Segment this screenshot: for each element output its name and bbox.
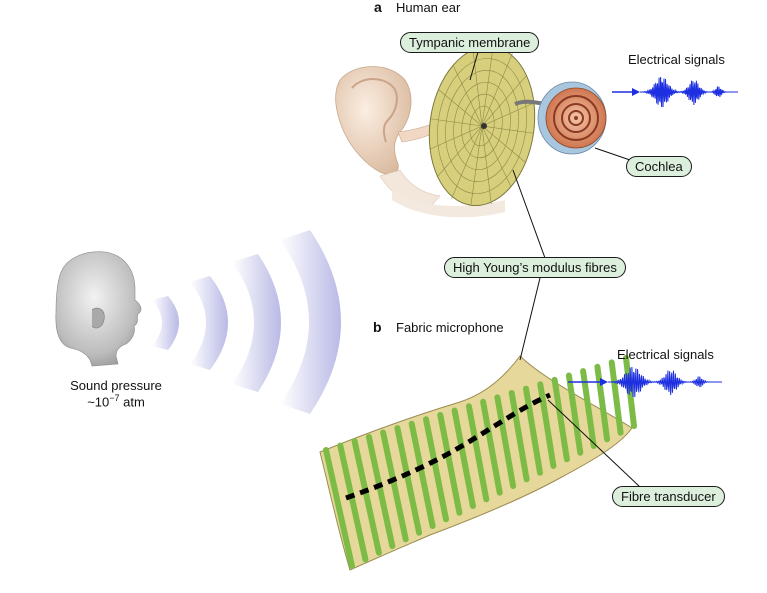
sound-pressure-line2: ~10−7 atm: [50, 393, 182, 409]
fabric-fibre: [337, 442, 369, 563]
fabric-fibre: [437, 412, 463, 516]
sound-wave-3: [232, 254, 281, 392]
fabric-fibre: [465, 403, 490, 503]
fabric-fibre: [380, 429, 409, 543]
leader-fibres-top: [512, 169, 546, 259]
fabric-fibre: [508, 390, 530, 483]
sound-wave-4: [280, 230, 341, 414]
leader-cochlea: [594, 147, 631, 161]
sound-wave-1: [152, 296, 179, 350]
cochlea-label: Cochlea: [626, 156, 692, 177]
fabric-fibre: [423, 416, 449, 523]
fabric-fibre: [451, 407, 476, 509]
fabric-fibre: [565, 372, 584, 456]
leader-lines: [469, 51, 641, 488]
fabric-fibre: [408, 420, 436, 529]
signal-arrow-a: [612, 88, 640, 96]
fabric-fibre: [594, 363, 611, 443]
leader-fibres-bottom: [519, 277, 541, 361]
leader-tympanic: [469, 51, 479, 81]
fabric-fibre: [537, 381, 557, 469]
leader-transducer: [547, 399, 641, 488]
fabric-fibre: [608, 359, 624, 436]
fabric-fibre: [494, 394, 517, 489]
electrical-signals-label-a: Electrical signals: [628, 52, 725, 67]
sound-pressure-unit: atm: [119, 394, 145, 410]
signal-arrow-b: [568, 378, 608, 386]
fabric-fibre: [323, 447, 355, 569]
sound-pressure-exponent: −7: [109, 393, 120, 403]
fibre-transducer-thread: [345, 392, 551, 501]
fabric-fibre: [523, 385, 543, 476]
high-youngs-modulus-fibres-label: High Young’s modulus fibres: [444, 257, 626, 278]
panel-b-title: Fabric microphone: [396, 320, 504, 335]
fabric-fibre: [551, 376, 570, 463]
panel-b-letter: b: [373, 319, 382, 335]
fabric-fibre: [480, 398, 503, 496]
panel-a-title: Human ear: [396, 0, 461, 15]
sound-wave-2: [190, 276, 228, 370]
cochlea-illustration: [537, 81, 607, 155]
sound-waves: [152, 230, 341, 414]
electrical-signal-waveform-b: [607, 366, 722, 398]
tympanic-membrane-label: Tympanic membrane: [400, 32, 540, 53]
fabric-fibre: [623, 355, 637, 429]
ear-illustration: [335, 66, 505, 218]
sound-pressure-label: Sound pressure ~10−7 atm: [50, 378, 182, 409]
fabric-fibre: [365, 433, 396, 549]
tympanic-membrane-illustration: [428, 45, 536, 207]
fabric-fibre: [394, 425, 423, 536]
panel-a-letter: a: [374, 0, 382, 15]
electrical-signals-label-b: Electrical signals: [617, 347, 714, 362]
fabric-fibre: [351, 438, 382, 556]
fabric-illustration: [319, 355, 637, 571]
sound-pressure-prefix: ~10: [87, 394, 110, 410]
electrical-signal-waveform-a: [639, 76, 738, 108]
head-illustration: [55, 251, 142, 367]
sound-pressure-line1: Sound pressure: [70, 378, 162, 393]
fabric-fibre: [580, 368, 597, 449]
fibre-transducer-label: Fibre transducer: [612, 486, 725, 507]
